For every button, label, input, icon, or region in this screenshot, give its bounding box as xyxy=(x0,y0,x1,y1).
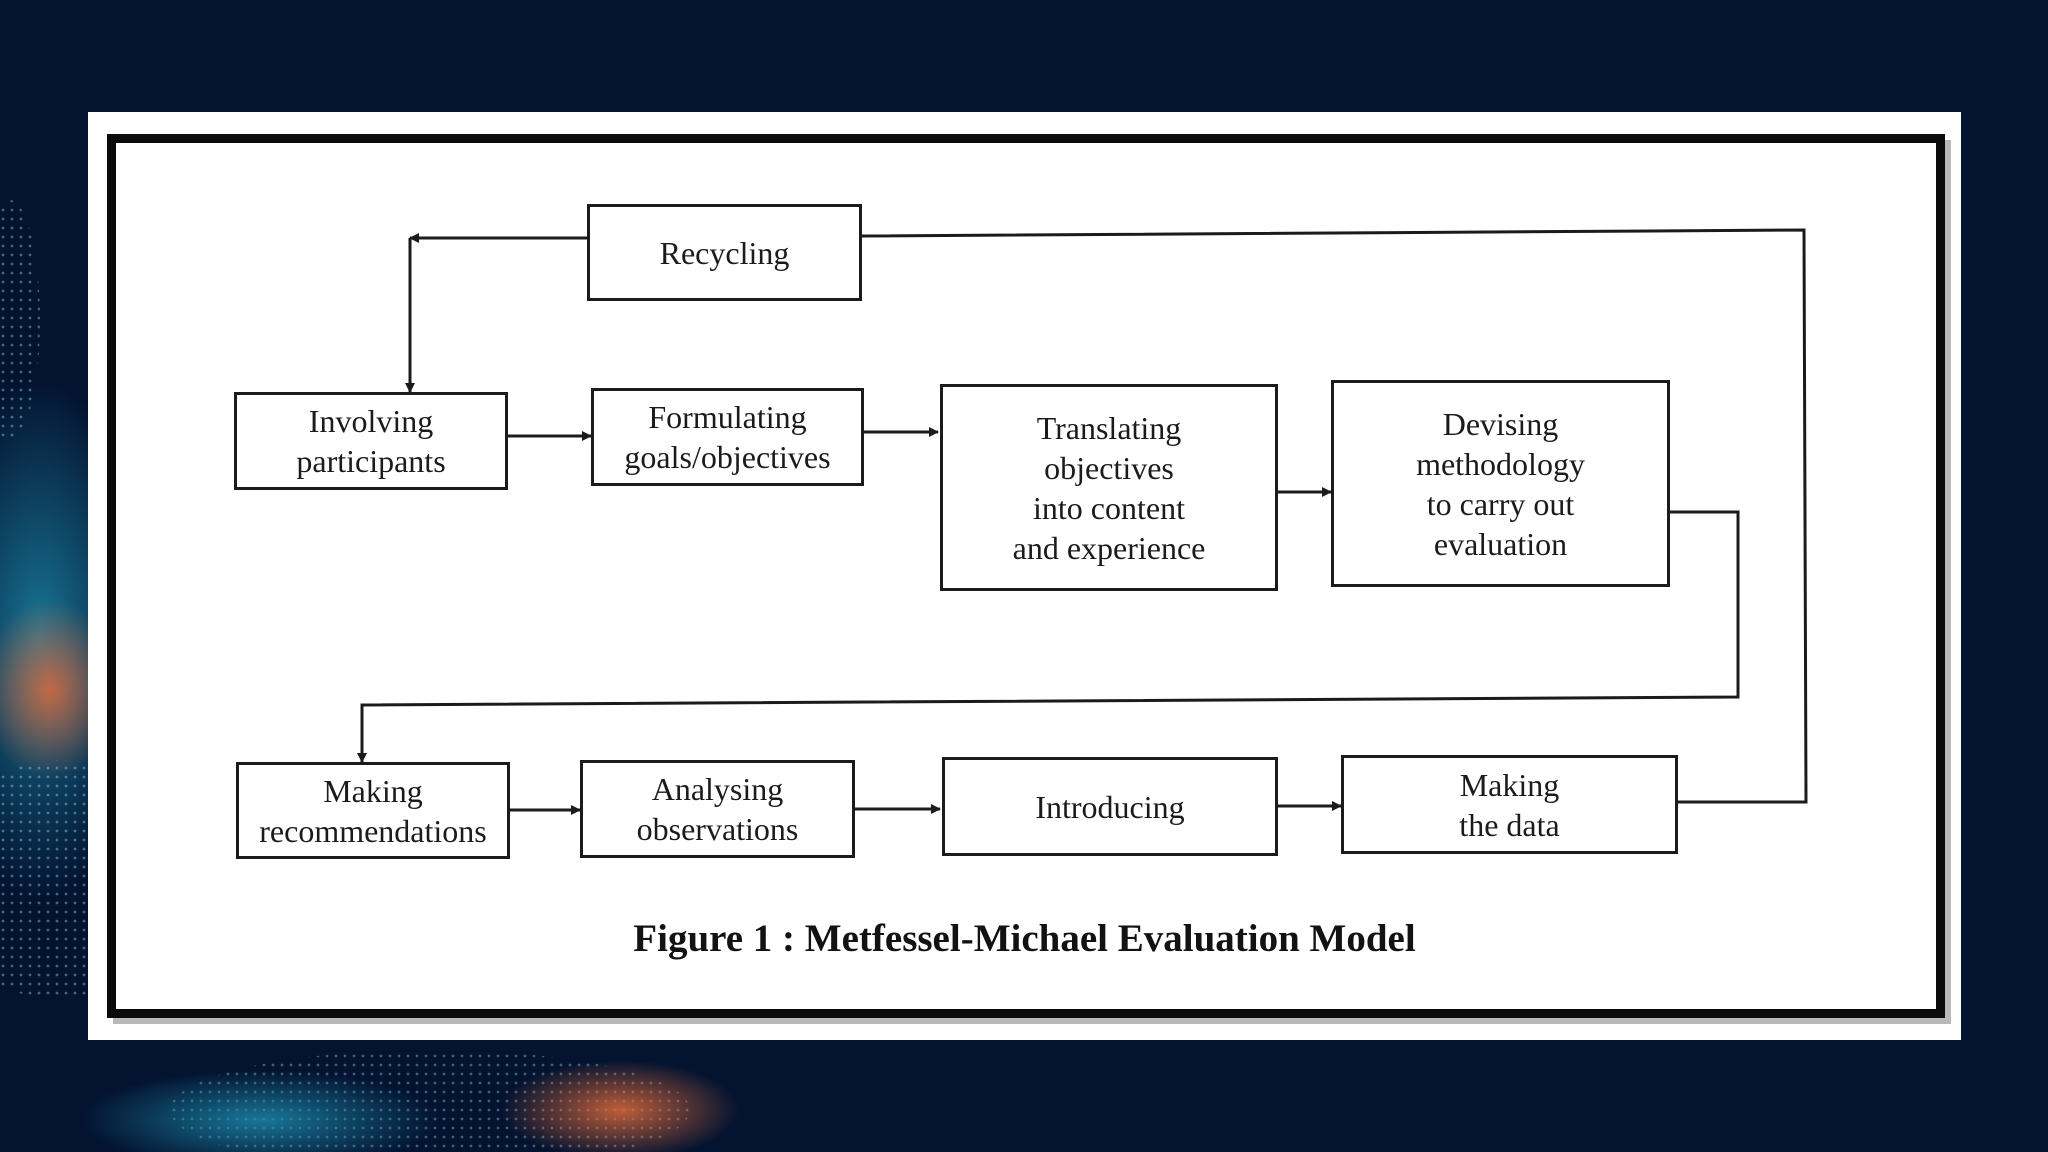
arrow-devising-recommendations xyxy=(357,510,1740,763)
box-making-the-data: Making the data xyxy=(1341,755,1678,854)
involving-line-1: Involving xyxy=(308,403,434,439)
figure-card: Recycling Involving participants Formula… xyxy=(88,112,1961,1040)
box-translating-text: Translating objectives into content and … xyxy=(1013,408,1206,568)
making-data-line-2: the data xyxy=(1459,806,1560,843)
figure-caption: Figure 1 : Metfessel-Michael Evaluation … xyxy=(633,917,1416,960)
box-involving-participants: Involving participants xyxy=(234,392,508,490)
involving-line-2: participants xyxy=(296,443,446,479)
box-making-data-text: Making the data xyxy=(1459,765,1559,845)
translating-line-3: into content xyxy=(1033,489,1185,526)
formulating-line-2: goals/objectives xyxy=(624,439,831,475)
devising-line-1: Devising xyxy=(1442,405,1559,442)
analysing-line-2: observations xyxy=(636,811,799,847)
flow-connectors xyxy=(357,228,1808,815)
recommendations-line-2: recommendations xyxy=(259,812,487,849)
recommendations-line-1: Making xyxy=(323,772,423,809)
box-recycling-text: Recycling xyxy=(660,233,790,273)
devising-line-4: evaluation xyxy=(1433,525,1568,562)
box-recycling: Recycling xyxy=(587,204,862,301)
devising-line-2: methodology xyxy=(1416,445,1585,482)
introducing-label: Introducing xyxy=(1035,788,1185,825)
making-data-line-1: Making xyxy=(1459,766,1560,803)
formulating-line-1: Formulating xyxy=(648,399,807,435)
box-recommendations-text: Making recommendations xyxy=(259,771,486,851)
box-introducing-text: Introducing xyxy=(1035,787,1184,827)
box-formulating-goals: Formulating goals/objectives xyxy=(591,388,864,486)
translating-line-4: and experience xyxy=(1012,529,1206,566)
translating-line-2: objectives xyxy=(1044,449,1174,486)
box-devising-methodology: Devising methodology to carry out evalua… xyxy=(1331,380,1670,587)
box-analysing-observations: Analysing observations xyxy=(580,760,855,858)
box-devising-text: Devising methodology to carry out evalua… xyxy=(1416,404,1585,564)
box-analysing-text: Analysing observations xyxy=(637,769,799,849)
translating-line-1: Translating xyxy=(1036,409,1182,446)
loop-making-data-recycling xyxy=(861,228,1808,804)
box-making-recommendations: Making recommendations xyxy=(236,762,510,859)
box-introducing: Introducing xyxy=(942,757,1278,856)
devising-line-3: to carry out xyxy=(1426,485,1575,522)
box-involving-text: Involving participants xyxy=(296,401,445,481)
box-formulating-text: Formulating goals/objectives xyxy=(624,397,830,477)
box-translating-objectives: Translating objectives into content and … xyxy=(940,384,1278,591)
analysing-line-1: Analysing xyxy=(651,771,784,807)
recycling-label: Recycling xyxy=(659,234,790,271)
